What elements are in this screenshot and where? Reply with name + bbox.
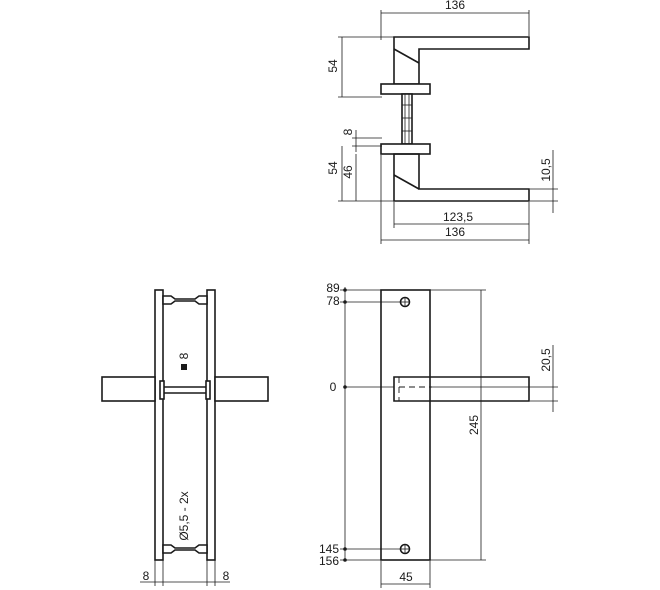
square-spindle-icon <box>181 364 187 370</box>
dim-plate-thickness-left: 8 <box>143 569 150 583</box>
dim-height-upper: 54 <box>326 59 340 73</box>
left-lever-side <box>101 376 156 402</box>
spindle-body <box>401 93 413 145</box>
left-plate <box>154 289 164 561</box>
dim-top-edge: 89 <box>326 281 340 295</box>
dim-top-screw: 78 <box>326 294 340 308</box>
dim-lever-length-inner: 123,5 <box>443 210 473 224</box>
upper-lever-bevel <box>393 48 420 64</box>
dim-bottom-screw: 145 <box>319 542 339 556</box>
dim-height-lower: 54 <box>326 161 340 175</box>
dim-lever-offset: 20,5 <box>539 348 553 372</box>
dim-lever-length-total: 136 <box>445 225 465 239</box>
screw-note: Ø5,5 - 2x <box>177 491 191 540</box>
front-view: 89 78 0 145 156 20,5 245 45 <box>319 281 558 588</box>
backplate <box>380 289 431 561</box>
right-plate <box>206 289 216 561</box>
dim-spindle-size: 8 <box>177 352 191 359</box>
dim-bottom-edge: 156 <box>319 554 339 568</box>
top-screw-side <box>162 295 208 305</box>
dim-total-length: 136 <box>445 0 465 12</box>
lower-rose <box>380 143 431 155</box>
dim-plate-height: 245 <box>467 415 481 435</box>
dim-plate-width: 45 <box>399 570 413 584</box>
side-view: 8 Ø5,5 - 2x 8 8 <box>101 289 269 586</box>
lower-lever-bevel <box>393 174 420 190</box>
dim-origin: 0 <box>330 380 337 394</box>
dim-grip-thickness: 10,5 <box>539 158 553 182</box>
dim-plate-thickness-right: 8 <box>223 569 230 583</box>
lower-lever-outline <box>393 153 530 202</box>
upper-rose <box>380 83 431 95</box>
top-view: 136 54 8 54 46 10,5 123,5 136 <box>326 0 558 244</box>
dim-rose-thickness: 8 <box>341 128 355 135</box>
dim-height-lower-inner: 46 <box>341 165 355 179</box>
lever-front <box>393 376 530 402</box>
bottom-screw-side <box>162 544 208 554</box>
right-lever-side <box>214 376 269 402</box>
